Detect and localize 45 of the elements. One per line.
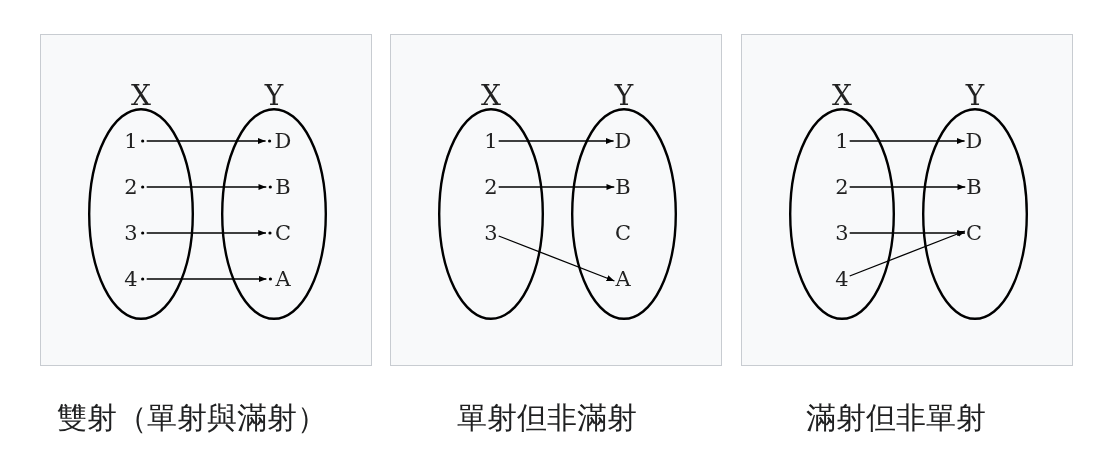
element-label: D bbox=[965, 129, 983, 153]
arrow bbox=[146, 183, 267, 191]
element-label: 4 bbox=[835, 267, 849, 291]
arrow bbox=[849, 229, 966, 237]
element-label: D bbox=[614, 129, 632, 153]
element-label: 2 bbox=[835, 175, 849, 199]
element-label: 3 bbox=[124, 221, 138, 245]
element-label: C bbox=[965, 221, 983, 245]
arrow bbox=[498, 235, 616, 282]
set-label: Y bbox=[965, 81, 985, 111]
element-label: 3 bbox=[835, 221, 849, 245]
element-label: 3 bbox=[484, 221, 498, 245]
element-label: C bbox=[274, 221, 292, 245]
node-label: 單射但非滿射 bbox=[457, 400, 637, 436]
diagram-panel bbox=[741, 34, 1073, 366]
diagram-panel bbox=[40, 34, 372, 366]
element-label: 1 bbox=[835, 129, 849, 153]
set-label: Y bbox=[614, 81, 634, 111]
arrow bbox=[849, 137, 966, 145]
arrow bbox=[498, 183, 615, 191]
element-label: A bbox=[615, 267, 631, 291]
element-label: D bbox=[274, 129, 292, 153]
arrow bbox=[849, 230, 966, 277]
arrow bbox=[849, 183, 966, 191]
arrow bbox=[146, 229, 267, 237]
element-label: B bbox=[275, 175, 291, 199]
element-label: B bbox=[966, 175, 982, 199]
node-label: 滿射但非單射 bbox=[806, 400, 986, 436]
set-label: X bbox=[832, 81, 852, 111]
element-label: 4 bbox=[124, 267, 138, 291]
element-label: 1 bbox=[484, 129, 498, 153]
arrow bbox=[146, 137, 267, 145]
node-label: 雙射（單射與滿射） bbox=[57, 400, 327, 436]
element-label: A bbox=[275, 267, 291, 291]
element-label: C bbox=[614, 221, 632, 245]
set-label: X bbox=[131, 81, 151, 111]
element-label: 2 bbox=[484, 175, 498, 199]
element-label: 2 bbox=[124, 175, 138, 199]
element-label: B bbox=[615, 175, 631, 199]
arrow bbox=[498, 137, 615, 145]
diagram-panel bbox=[390, 34, 722, 366]
set-label: Y bbox=[264, 81, 284, 111]
set-label: X bbox=[481, 81, 501, 111]
arrow bbox=[146, 275, 268, 283]
element-label: 1 bbox=[124, 129, 138, 153]
